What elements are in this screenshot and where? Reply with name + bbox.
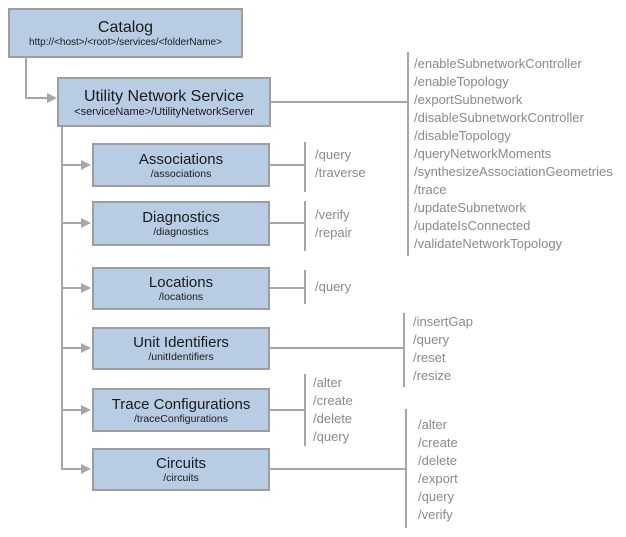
operation-label: /synthesizeAssociationGeometries xyxy=(414,164,613,179)
operation-label: /query xyxy=(313,429,350,444)
connector-branch-diagnostics xyxy=(61,222,82,224)
operation-label: /verify xyxy=(315,207,350,222)
node-catalog-subtitle: http://<host>/<root>/services/<folderNam… xyxy=(29,36,222,48)
connector-associations-operations-bar xyxy=(304,142,306,192)
node-diagnostics-title: Diagnostics xyxy=(142,209,220,226)
arrow-right-icon xyxy=(81,464,91,474)
connector-catalog-vertical xyxy=(25,57,27,99)
operation-label: /updateSubnetwork xyxy=(414,200,527,215)
connector-branch-associations xyxy=(61,164,82,166)
connector-locations-operations-horizontal xyxy=(270,287,305,289)
operation-label: /exportSubnetwork xyxy=(414,92,523,107)
operations-list-circuits: /alter/create/delete/export/query/verify xyxy=(418,416,458,524)
connector-trunk-vertical xyxy=(61,127,63,470)
node-associations: Associations /associations xyxy=(92,143,270,187)
operation-label: /updateIsConnected xyxy=(414,218,531,233)
operation-label: /query xyxy=(315,147,352,162)
node-trace-configurations-subtitle: /traceConfigurations xyxy=(134,412,228,425)
node-diagnostics: Diagnostics /diagnostics xyxy=(92,201,270,246)
operation-label: /delete xyxy=(313,411,353,426)
arrow-right-icon xyxy=(81,218,91,228)
node-unit-identifiers: Unit Identifiers /unitIdentifiers xyxy=(92,327,270,370)
node-trace-configurations: Trace Configurations /traceConfiguration… xyxy=(92,388,270,432)
connector-unit-identifiers-operations-bar xyxy=(403,313,405,387)
operation-label: /disableTopology xyxy=(414,128,511,143)
node-catalog-title: Catalog xyxy=(97,18,154,36)
connector-diagnostics-operations-horizontal xyxy=(270,222,305,224)
connector-trace-configurations-operations-horizontal xyxy=(270,409,305,411)
operations-list-utility-network-service: /enableSubnetworkController/enableTopolo… xyxy=(414,55,613,253)
connector-diagnostics-operations-bar xyxy=(304,201,306,251)
connector-circuits-operations-horizontal xyxy=(270,468,406,470)
connector-branch-trace-configurations xyxy=(61,409,82,411)
node-catalog: Catalog http://<host>/<root>/services/<f… xyxy=(8,8,243,58)
connector-uns-operations-bar xyxy=(407,52,409,256)
connector-catalog-horizontal xyxy=(25,97,48,99)
node-utility-network-service-subtitle: <serviceName>/UtilityNetworkServer xyxy=(74,105,254,118)
operation-label: /enableTopology xyxy=(414,74,509,89)
node-unit-identifiers-title: Unit Identifiers xyxy=(133,334,229,351)
connector-circuits-operations-bar xyxy=(405,409,407,528)
operation-label: /traverse xyxy=(315,165,366,180)
operation-label: /alter xyxy=(418,417,447,432)
arrow-right-icon xyxy=(81,283,91,293)
operations-list-trace-configurations: /alter/create/delete/query xyxy=(313,374,353,446)
operations-list-unit-identifiers: /insertGap/query/reset/resize xyxy=(413,313,473,385)
operation-label: /create xyxy=(313,393,353,408)
operations-list-diagnostics: /verify/repair xyxy=(315,206,352,242)
operation-label: /query xyxy=(315,279,352,294)
connector-unit-identifiers-operations-horizontal xyxy=(270,347,404,349)
connector-branch-locations xyxy=(61,287,82,289)
arrow-right-icon xyxy=(81,405,91,415)
connector-branch-unit-identifiers xyxy=(61,347,82,349)
connector-locations-operations-bar xyxy=(304,270,306,304)
operation-label: /enableSubnetworkController xyxy=(414,56,582,71)
node-locations: Locations /locations xyxy=(92,267,270,310)
operation-label: /alter xyxy=(313,375,342,390)
operation-label: /query xyxy=(418,489,455,504)
operation-label: /create xyxy=(418,435,458,450)
node-associations-title: Associations xyxy=(138,150,224,168)
operation-label: /delete xyxy=(418,453,458,468)
node-utility-network-service-title: Utility Network Service xyxy=(83,87,245,105)
operation-label: /validateNetworkTopology xyxy=(414,236,563,251)
operation-label: /reset xyxy=(413,350,446,365)
operation-label: /trace xyxy=(414,182,447,197)
node-circuits-title: Circuits xyxy=(155,455,206,472)
operation-label: /resize xyxy=(413,368,452,383)
node-diagnostics-subtitle: /diagnostics xyxy=(153,226,209,238)
connector-trace-configurations-operations-bar xyxy=(304,374,306,446)
node-unit-identifiers-subtitle: /unitIdentifiers xyxy=(148,351,214,363)
operation-label: /verify xyxy=(418,507,453,522)
operation-label: /insertGap xyxy=(413,314,473,329)
node-trace-configurations-title: Trace Configurations xyxy=(111,395,251,413)
node-associations-subtitle: /associations xyxy=(150,167,212,180)
node-circuits: Circuits /circuits xyxy=(92,448,270,491)
arrow-right-icon xyxy=(81,343,91,353)
operation-label: /queryNetworkMoments xyxy=(414,146,552,161)
operations-list-locations: /query xyxy=(315,278,351,296)
node-locations-subtitle: /locations xyxy=(158,291,204,303)
operation-label: /repair xyxy=(315,225,352,240)
arrow-right-icon xyxy=(81,160,91,170)
node-circuits-subtitle: /circuits xyxy=(163,472,199,484)
operation-label: /query xyxy=(413,332,450,347)
connector-branch-circuits xyxy=(61,468,82,470)
arrow-right-icon xyxy=(47,93,57,103)
node-locations-title: Locations xyxy=(148,274,214,291)
operation-label: /export xyxy=(418,471,458,486)
operations-list-associations: /query/traverse xyxy=(315,146,366,182)
node-utility-network-service: Utility Network Service <serviceName>/Ut… xyxy=(57,77,271,127)
connector-uns-operations-horizontal xyxy=(271,101,408,103)
operation-label: /disableSubnetworkController xyxy=(414,110,584,125)
connector-associations-operations-horizontal xyxy=(270,164,305,166)
